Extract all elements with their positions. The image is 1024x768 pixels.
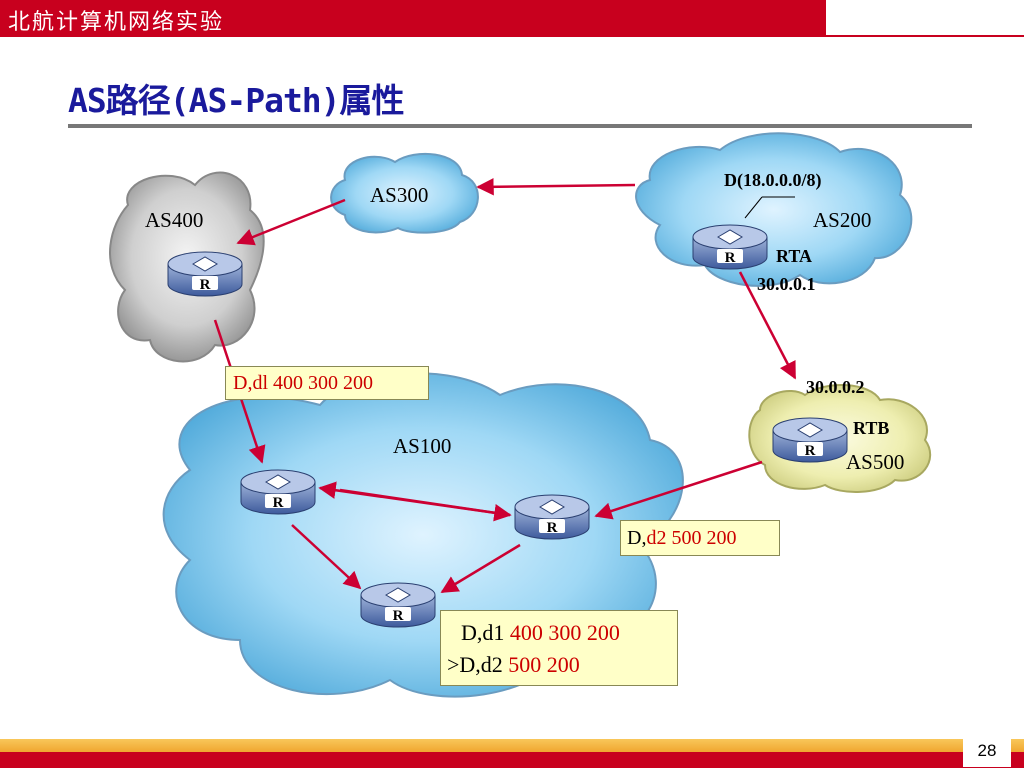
prefix-label: D(18.0.0.0/8) [724,170,822,191]
page-number: 28 [963,737,1011,767]
router-glyph: R [273,495,284,511]
arrow-r2-to-r3 [440,543,521,594]
as300-label: AS300 [370,183,428,207]
arrow-r1-to-r3 [291,524,362,590]
router-glyph: R [725,250,736,266]
route-table-line1-path: 400 300 200 [509,620,620,645]
slide-title: AS路径(AS-Path)属性 [68,81,405,120]
route-table-line2-prefix: >D,d2 [447,652,503,677]
header-bar [0,0,826,37]
route-box-d1-prefix: D,dl [233,372,268,394]
router-as100-left: R [240,469,316,515]
as500-label: AS500 [846,450,904,474]
title-underline [68,124,972,128]
prefix-pointer-diag [744,196,763,219]
router-glyph: R [547,520,558,536]
router-rta: R [692,224,768,270]
arrow-rtb-to-as100 [594,460,763,520]
as400-label: AS400 [145,208,203,232]
footer-band [0,739,1024,752]
course-title: 北航计算机网络实验 [8,10,225,35]
router-glyph: R [200,277,211,293]
route-box-d2-path: d2 500 200 [646,527,737,549]
route-table-line2-path: 500 200 [508,652,580,677]
router-as100-right: R [514,494,590,540]
router-glyph: R [805,443,816,459]
rtb-name-label: RTB [853,418,889,438]
header-rule [826,35,1024,37]
rtb-ip-label: 30.0.0.2 [806,377,865,397]
rta-name-label: RTA [776,246,812,266]
as100-label: AS100 [393,434,451,458]
route-box-d2-prefix: D, [627,527,647,549]
arrows [213,178,797,594]
route-table-line1-prefix: D,d1 [461,620,505,645]
router-as100-bottom: R [360,582,436,628]
route-box-d1-path: 400 300 200 [273,372,373,394]
router-as400: R [167,251,243,297]
as300-cloud [330,152,479,234]
arrow-r2-to-r1 [318,481,511,517]
footer-bar [0,752,1024,768]
route-box-d1: D,dl 400 300 200 [225,366,429,400]
arrow-as300-to-as400 [236,198,346,246]
router-rtb: R [772,417,848,463]
rta-ip-label: 30.0.0.1 [757,274,816,294]
as200-label: AS200 [813,208,871,232]
arrow-rta-to-rtb [738,271,797,380]
router-glyph: R [393,608,404,624]
arrow-as200-to-as300 [476,178,636,196]
route-table-box: D,d1 400 300 200 >D,d2 500 200 [440,610,678,686]
route-box-d2: D,d2 500 200 [620,520,780,556]
